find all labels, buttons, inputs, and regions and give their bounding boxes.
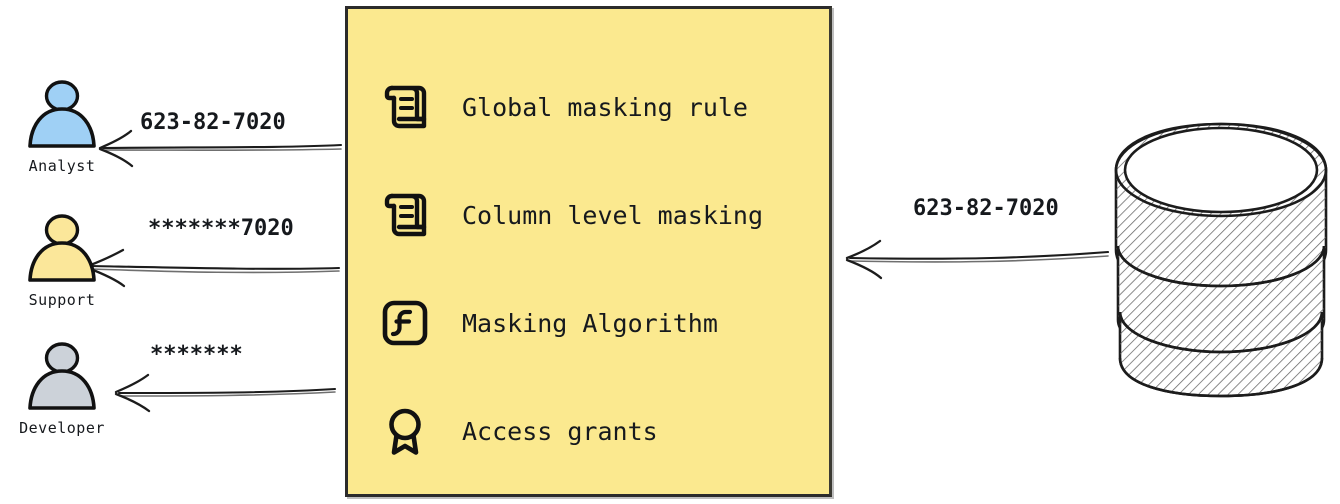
policy-label: Column level masking [462, 200, 764, 230]
actor-analyst: Analyst [2, 78, 122, 175]
database-cylinder-icon [1114, 122, 1328, 398]
actor-support: Support [2, 212, 122, 309]
scroll-icon [376, 78, 434, 136]
policy-item-access-grants[interactable]: Access grants [376, 377, 816, 485]
policy-label: Global masking rule [462, 92, 748, 122]
actor-developer: Developer [2, 340, 122, 437]
actor-label-support: Support [28, 291, 96, 309]
policy-panel: Global masking rule Column level masking [345, 6, 832, 497]
policy-list: Global masking rule Column level masking [376, 53, 816, 485]
flow-label-analyst: 623-82-7020 [140, 110, 286, 135]
arrow-to-support [86, 248, 341, 288]
actor-label-developer: Developer [19, 419, 105, 437]
scroll-icon [376, 186, 434, 244]
db-disc-top [1114, 122, 1328, 298]
actor-label-analyst: Analyst [28, 157, 96, 175]
flow-label-database: 623-82-7020 [913, 196, 1059, 221]
policy-label: Masking Algorithm [462, 308, 718, 338]
arrow-db-to-panel [845, 239, 1110, 280]
arrow-to-analyst [98, 129, 343, 168]
policy-item-global-masking-rule[interactable]: Global masking rule [376, 53, 816, 161]
policy-label: Access grants [462, 416, 658, 446]
flow-label-support: *******7020 [148, 216, 294, 241]
arrow-to-developer [114, 373, 337, 413]
person-icon [28, 214, 96, 282]
flow-label-developer: ******* [150, 342, 243, 367]
person-icon [28, 80, 96, 148]
person-icon [28, 342, 96, 410]
policy-item-masking-algorithm[interactable]: Masking Algorithm [376, 269, 816, 377]
function-icon [376, 294, 434, 352]
award-icon [376, 402, 434, 460]
policy-item-column-level-masking[interactable]: Column level masking [376, 161, 816, 269]
